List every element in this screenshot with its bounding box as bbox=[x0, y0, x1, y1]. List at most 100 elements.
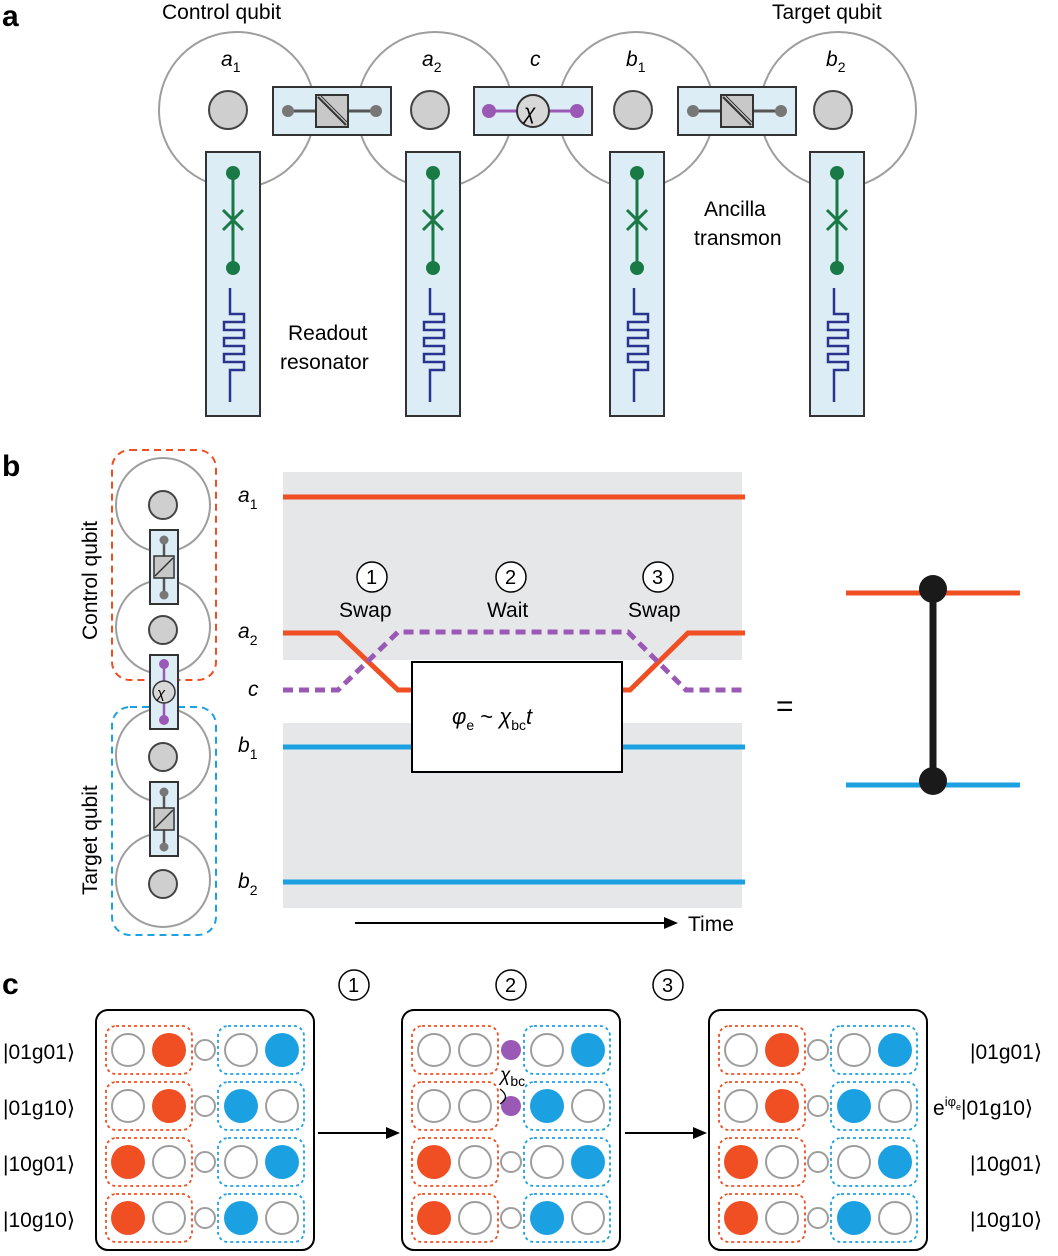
coupler-empty bbox=[807, 1095, 829, 1117]
mode-label-b1: b1 bbox=[626, 48, 646, 75]
ancilla-label-line2: transmon bbox=[694, 227, 782, 250]
target-group-box bbox=[830, 1081, 918, 1131]
coupler-empty bbox=[807, 1151, 829, 1173]
mode-empty bbox=[458, 1201, 492, 1235]
c-arrow-1-head bbox=[386, 1127, 400, 1139]
mode-empty bbox=[224, 1145, 258, 1179]
state-box-initial bbox=[95, 1009, 315, 1251]
coupler-empty bbox=[194, 1151, 216, 1173]
row-label-c: c bbox=[248, 678, 259, 701]
svg-text:3: 3 bbox=[652, 567, 663, 589]
coupler-empty bbox=[194, 1207, 216, 1229]
target-qubit-dashed-box bbox=[111, 706, 217, 936]
left-ket-4: |10g10⟩ bbox=[3, 1209, 75, 1232]
chain-beamsplitter-a bbox=[149, 529, 179, 605]
readout-label-line1: Readout bbox=[288, 322, 368, 345]
step-1-marker: 1 Swap bbox=[339, 561, 392, 622]
c-step-1: 1 bbox=[348, 975, 359, 997]
time-label: Time bbox=[688, 913, 734, 936]
transmon-readout-a2 bbox=[405, 151, 461, 417]
chi-bc-label: χbc bbox=[498, 1065, 525, 1089]
target-group-box bbox=[523, 1137, 611, 1187]
mode-label-c: c bbox=[530, 48, 541, 71]
chi-symbol: χ bbox=[522, 101, 536, 124]
mode-empty bbox=[837, 1145, 871, 1179]
state-box-frame bbox=[401, 1009, 621, 1251]
panel-b-label: b bbox=[2, 450, 20, 483]
coupler-empty bbox=[194, 1095, 216, 1117]
chain-mode-a2 bbox=[148, 615, 178, 645]
coupler-empty bbox=[807, 1039, 829, 1061]
mode-empty bbox=[458, 1033, 492, 1067]
target-group-box bbox=[217, 1025, 305, 1075]
chi-coupler: χ bbox=[473, 86, 593, 136]
row-label-b1: b1 bbox=[238, 734, 258, 762]
left-ket-2: |01g10⟩ bbox=[3, 1097, 75, 1120]
mode-empty bbox=[265, 1089, 299, 1123]
time-arrow-head bbox=[664, 917, 678, 929]
row-label-b2: b2 bbox=[238, 870, 258, 898]
c-step-3: 3 bbox=[662, 975, 673, 997]
panel-c-label: c bbox=[2, 968, 19, 1001]
mode-empty bbox=[765, 1201, 799, 1235]
chain-chi-coupler: χ bbox=[149, 654, 179, 730]
target-group-box bbox=[830, 1025, 918, 1075]
mode-empty bbox=[724, 1089, 758, 1123]
state-box-final bbox=[708, 1009, 928, 1251]
control-group-box bbox=[105, 1193, 193, 1243]
transmon-readout-b1 bbox=[609, 151, 665, 417]
mode-empty bbox=[571, 1201, 605, 1235]
c-step-1-circle bbox=[338, 969, 370, 1001]
coupler-empty bbox=[500, 1207, 522, 1229]
mode-excited-control bbox=[724, 1145, 758, 1179]
target-group-box bbox=[830, 1137, 918, 1187]
right-ket-3: |10g01⟩ bbox=[970, 1153, 1042, 1176]
step-3-label: Swap bbox=[628, 599, 681, 622]
mode-excited-target bbox=[265, 1033, 299, 1067]
mode-empty bbox=[878, 1089, 912, 1123]
c-arrow-2-head bbox=[693, 1127, 707, 1139]
phase-formula: φe ~ χbct bbox=[452, 704, 533, 733]
coupler-excited bbox=[501, 1040, 521, 1060]
mode-empty bbox=[417, 1033, 451, 1067]
target-group-box bbox=[523, 1081, 611, 1131]
mode-excited-target bbox=[265, 1145, 299, 1179]
mode-empty bbox=[571, 1089, 605, 1123]
mode-excited-control bbox=[111, 1201, 145, 1235]
mode-label-a1: a1 bbox=[221, 48, 241, 75]
target-group-box bbox=[523, 1025, 611, 1075]
chain-mode-a1 bbox=[148, 490, 178, 520]
equals-sign: = bbox=[776, 690, 794, 723]
mode-excited-target bbox=[571, 1145, 605, 1179]
right-ket-4: |10g10⟩ bbox=[970, 1209, 1042, 1232]
transmon-readout-b2 bbox=[809, 151, 865, 417]
control-group-box bbox=[105, 1081, 193, 1131]
mode-empty bbox=[111, 1089, 145, 1123]
mode-excited-target bbox=[837, 1089, 871, 1123]
mode-excited-control bbox=[417, 1201, 451, 1235]
target-group-box bbox=[830, 1193, 918, 1243]
cz-control-dot bbox=[919, 575, 947, 603]
coupler-empty bbox=[500, 1151, 522, 1173]
mode-excited-control bbox=[765, 1033, 799, 1067]
mode-excited-target bbox=[878, 1145, 912, 1179]
mode-b2 bbox=[813, 90, 853, 130]
c-step-2-circle bbox=[495, 969, 527, 1001]
chain-chi-symbol: χ bbox=[155, 685, 166, 702]
control-group-box bbox=[718, 1025, 806, 1075]
state-box-swapped bbox=[401, 1009, 621, 1251]
control-qubit-vertical-label: Control qubit bbox=[79, 521, 102, 640]
left-ket-3: |10g01⟩ bbox=[3, 1153, 75, 1176]
mode-empty bbox=[837, 1033, 871, 1067]
chain-mode-b1 bbox=[148, 742, 178, 772]
chain-beamsplitter-b bbox=[149, 781, 179, 857]
mode-empty bbox=[152, 1201, 186, 1235]
mode-excited-target bbox=[878, 1033, 912, 1067]
mode-label-b2: b2 bbox=[826, 48, 846, 75]
mode-empty bbox=[458, 1145, 492, 1179]
mode-label-a2: a2 bbox=[422, 48, 442, 75]
c-step-2: 2 bbox=[505, 975, 516, 997]
mode-b1 bbox=[613, 90, 653, 130]
mode-excited-target bbox=[224, 1201, 258, 1235]
control-group-box bbox=[105, 1025, 193, 1075]
